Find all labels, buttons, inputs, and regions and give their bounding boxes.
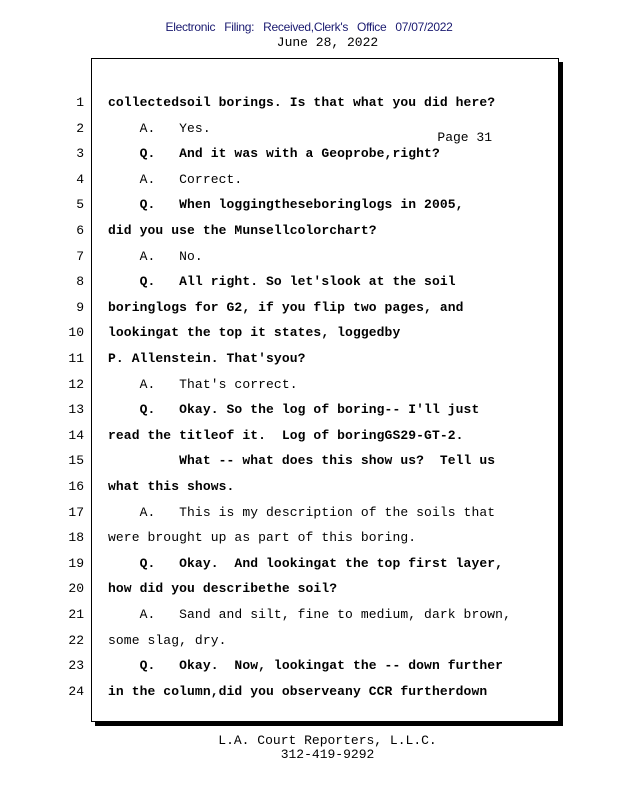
line-number: 12 <box>68 376 84 392</box>
line-number: 13 <box>68 402 84 418</box>
transcript-line: A. No. <box>108 248 203 264</box>
reporter-company: L.A. Court Reporters, L.L.C. <box>218 733 437 748</box>
line-number: 20 <box>68 581 84 597</box>
transcript-line: how did you describethe soil? <box>108 581 338 597</box>
reporter-phone: 312-419-9292 <box>280 747 375 762</box>
transcript-line: Q. Okay. And lookingat the top first lay… <box>108 555 504 571</box>
line-number: 16 <box>68 479 84 494</box>
line-number: 1 <box>76 95 84 110</box>
line-number: 23 <box>68 658 84 674</box>
line-number: 15 <box>68 453 84 469</box>
line-number: 7 <box>76 248 84 264</box>
transcript-line: read the titleof it. Log of boringGS29-G… <box>108 427 464 443</box>
line-number: 19 <box>68 555 84 571</box>
line-number: 17 <box>68 504 84 520</box>
line-number: 5 <box>76 197 84 213</box>
transcript-line: A. Correct. <box>108 171 243 187</box>
page-number: Page 31 <box>437 130 492 145</box>
transcript-line: did you use the Munsellcolorchart? <box>108 223 377 238</box>
line-number: 24 <box>68 683 84 699</box>
transcript-line: Q. Okay. So the log of boring-- I'll jus… <box>108 402 480 418</box>
transcript-line: what this shows. <box>108 479 235 494</box>
transcript-line: Q. And it was with a Geoprobe,right? <box>108 146 440 162</box>
transcript-line: lookingat the top it states, loggedby <box>108 325 401 341</box>
transcript-line: A. That's correct. <box>108 376 298 392</box>
transcript-line: Q. All right. So let'slook at the soil <box>108 274 456 290</box>
transcript-line: What -- what does this show us? Tell us <box>108 453 496 469</box>
line-number: 6 <box>76 223 84 238</box>
line-number: 14 <box>68 427 84 443</box>
line-number: 3 <box>76 146 84 162</box>
line-number: 4 <box>76 171 84 187</box>
transcript-line: in the column,did you observeany CCR fur… <box>108 683 488 699</box>
transcript-line: Q. Okay. Now, lookingat the -- down furt… <box>108 658 504 674</box>
transcript-page-frame: Page 31 <box>91 58 559 722</box>
transcript-line: A. This is my description of the soils t… <box>108 504 496 520</box>
line-number: 22 <box>68 632 84 648</box>
line-number: 8 <box>76 274 84 290</box>
line-number: 2 <box>76 120 84 136</box>
line-number: 11 <box>68 351 84 366</box>
transcript-line: A. Yes. <box>108 120 211 136</box>
line-number: 21 <box>68 607 84 622</box>
line-number: 10 <box>68 325 84 341</box>
transcript-line: A. Sand and silt, fine to medium, dark b… <box>108 607 511 622</box>
filing-stamp: Electronic Filing: Received,Clerk's Offi… <box>165 20 453 34</box>
line-number: 18 <box>68 530 84 546</box>
transcript-line: were brought up as part of this boring. <box>108 530 417 546</box>
transcript-line: some slag, dry. <box>108 632 227 648</box>
transcript-line: boringlogs for G2, if you flip two pages… <box>108 299 464 315</box>
line-number: 9 <box>76 299 84 315</box>
deposition-date: June 28, 2022 <box>276 35 379 50</box>
transcript-line: collectedsoil borings. Is that what you … <box>108 95 496 110</box>
transcript-line: Q. When loggingtheseboringlogs in 2005, <box>108 197 464 213</box>
transcript-line: P. Allenstein. That'syou? <box>108 351 306 366</box>
